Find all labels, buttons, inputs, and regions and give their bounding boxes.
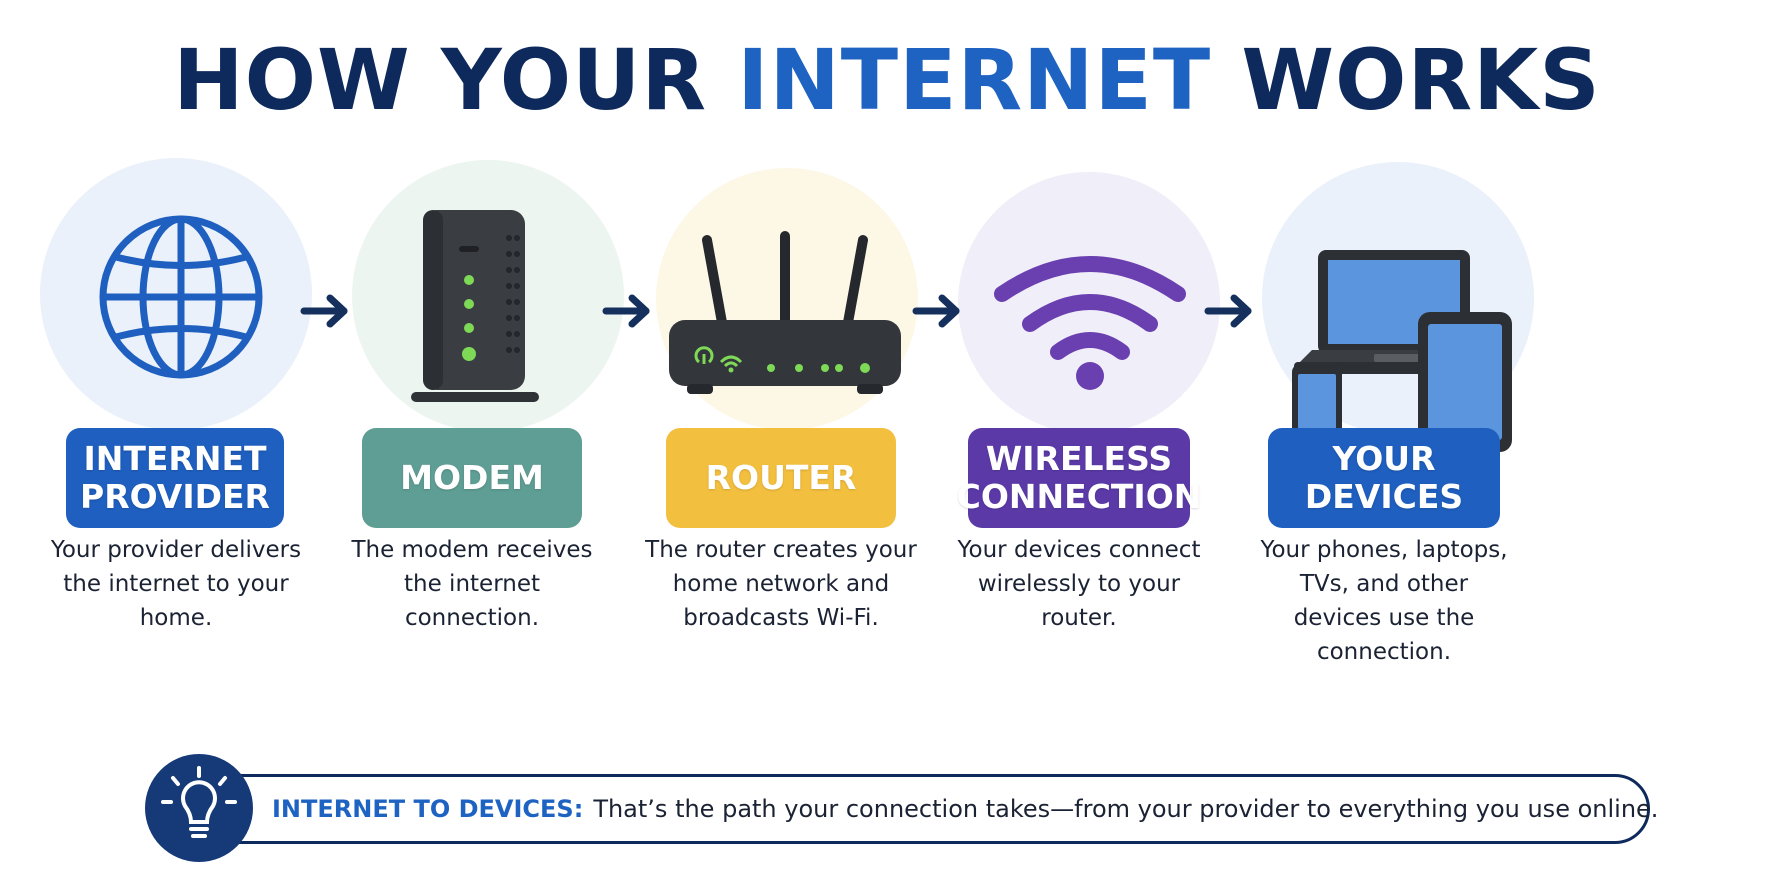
step-label-modem: MODEM <box>362 428 582 528</box>
banner-message: That’s the path your connection takes—fr… <box>593 795 1659 823</box>
step-label-wireless: WIRELESS CONNECTION <box>957 428 1201 528</box>
page-title: HOW YOUR INTERNET WORKS <box>0 38 1774 122</box>
arrow-right-icon <box>602 294 650 328</box>
step-label-provider: INTERNET PROVIDER <box>66 428 284 528</box>
banner-text: INTERNET TO DEVICES: That’s the path your… <box>272 792 1658 826</box>
title-part-1: HOW YOUR <box>173 31 738 129</box>
arrow-right-icon <box>300 294 348 328</box>
arrow-right-icon <box>1204 294 1252 328</box>
globe-icon <box>96 212 266 386</box>
lightbulb-icon <box>161 766 237 838</box>
modem-icon <box>405 208 545 408</box>
step-description-modem: The modem receives the internet connecti… <box>351 537 593 631</box>
summary-banner <box>200 774 1650 844</box>
title-part-2: WORKS <box>1211 31 1601 129</box>
banner-icon-circle <box>145 754 253 862</box>
step-description-provider: Your provider delivers the internet to y… <box>50 537 302 631</box>
title-accent: INTERNET <box>737 31 1212 129</box>
router-icon <box>665 228 905 404</box>
step-description-devices: Your phones, laptops, TVs, and other dev… <box>1260 537 1508 665</box>
step-label-router: ROUTER <box>666 428 896 528</box>
wifi-icon <box>990 252 1190 396</box>
step-description-wireless: Your devices connect wirelessly to your … <box>957 537 1201 631</box>
banner-label: INTERNET TO DEVICES: <box>272 795 584 823</box>
step-label-devices: YOUR DEVICES <box>1268 428 1500 528</box>
step-description-router: The router creates your home network and… <box>645 537 917 631</box>
arrow-right-icon <box>912 294 960 328</box>
